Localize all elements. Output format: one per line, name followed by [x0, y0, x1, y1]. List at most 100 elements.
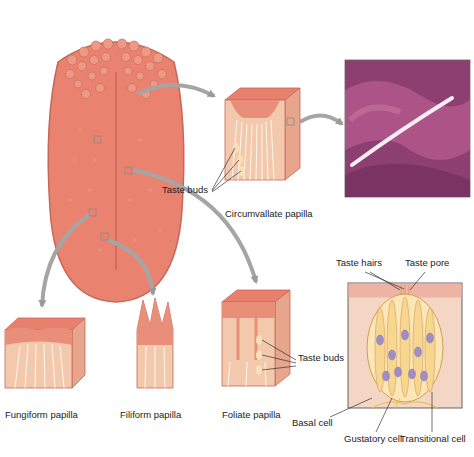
zoom-arrow [42, 215, 89, 306]
micrograph [345, 81, 470, 160]
tongue [100, 67, 108, 75]
taste-bud-detail [372, 398, 438, 408]
foliate-block [256, 365, 262, 375]
tongue [48, 39, 184, 302]
part-name: Taste hairs [336, 258, 382, 269]
tongue [115, 72, 117, 270]
taste-bud-detail [405, 402, 438, 408]
tongue [91, 41, 101, 51]
filiform-block [137, 298, 173, 345]
tongue [78, 62, 87, 71]
circumvallate-block [285, 88, 300, 180]
taste-bud-detail [395, 367, 402, 377]
fungiform-block [35, 344, 36, 388]
fungiform-block [5, 328, 72, 346]
tongue [68, 128, 162, 272]
label: Taste buds [162, 185, 208, 196]
zoom-arrow [138, 85, 214, 96]
tongue [93, 158, 97, 162]
circumvallate-block [232, 120, 274, 180]
tongue [148, 188, 152, 192]
taste-bud-detail [389, 350, 396, 360]
papilla-name: Foliate papilla [222, 410, 281, 421]
tongue [68, 198, 72, 202]
tongue [128, 198, 132, 202]
label: Taste buds [298, 353, 344, 364]
foliate-block [275, 290, 290, 386]
circumvallate-block [287, 118, 294, 125]
cell-name: Gustatory cell [344, 434, 402, 445]
taste-bud-detail [377, 330, 434, 381]
leader-line [262, 340, 296, 370]
tongue [89, 209, 96, 216]
taste-bud-detail [401, 285, 402, 295]
papilla-name: Filiform papilla [120, 410, 181, 421]
foliate-block [256, 350, 262, 360]
taste-bud-detail [348, 283, 462, 408]
circumvallate-block [256, 124, 257, 180]
tongue [124, 67, 132, 75]
circumvallate-block [225, 100, 285, 180]
part-name: Taste pore [405, 258, 449, 269]
circumvallate-block [225, 88, 300, 180]
filiform-block [145, 346, 165, 388]
taste-bud-detail [421, 371, 428, 381]
fungiform-block [72, 318, 85, 388]
fungiform-block [5, 318, 85, 388]
taste-bud-detail [413, 300, 423, 396]
taste-bud-detail [395, 398, 400, 408]
zoom-arrow [133, 170, 256, 282]
foliate-block [256, 335, 262, 345]
leader-line [212, 171, 241, 192]
tongue [134, 56, 143, 65]
cell-name: Transitional cell [400, 434, 466, 445]
tongue [74, 80, 82, 88]
tongue [125, 167, 132, 174]
tongue [153, 53, 163, 63]
taste-bud-detail [402, 330, 409, 340]
tongue [94, 136, 101, 143]
filiform-block [137, 298, 173, 388]
circumvallate-block [237, 155, 243, 165]
tongue [96, 84, 105, 93]
taste-bud-detail [367, 294, 443, 402]
filiform-block [155, 346, 156, 388]
leader-line [262, 340, 296, 360]
taste-bud-detail [405, 284, 406, 295]
leader-line [212, 148, 241, 192]
foliate-block [238, 302, 256, 360]
fungiform-block [15, 344, 64, 388]
tongue [101, 233, 108, 240]
tongue [158, 228, 162, 232]
filiform-block [137, 298, 173, 388]
tongue [146, 62, 155, 71]
foliate-block [246, 362, 247, 386]
foliate-block [228, 362, 266, 386]
tongue [98, 248, 102, 252]
papilla-name: Fungiform papilla [5, 410, 78, 421]
zoom-arrow [42, 85, 342, 306]
tongue [129, 41, 139, 51]
foliate-block [228, 362, 230, 386]
tongue [133, 238, 137, 242]
taste-bud-detail [348, 283, 462, 408]
tongue [48, 42, 184, 302]
taste-bud-detail [377, 335, 384, 345]
tongue [67, 55, 77, 65]
papilla-name: Circumvallate papilla [225, 209, 313, 220]
taste-bud-detail [400, 297, 410, 397]
fungiform-block [60, 346, 64, 388]
taste-bud-detail [401, 284, 409, 295]
circumvallate-block [250, 124, 252, 180]
circumvallate-block [262, 124, 263, 180]
filiform-block [145, 346, 146, 388]
fungiform-block [25, 344, 28, 388]
micrograph [350, 108, 400, 121]
taste-bud-detail [427, 333, 434, 343]
tongue [122, 53, 131, 62]
fungiform-block [15, 346, 20, 388]
tongue [158, 70, 167, 79]
tongue [102, 53, 111, 62]
